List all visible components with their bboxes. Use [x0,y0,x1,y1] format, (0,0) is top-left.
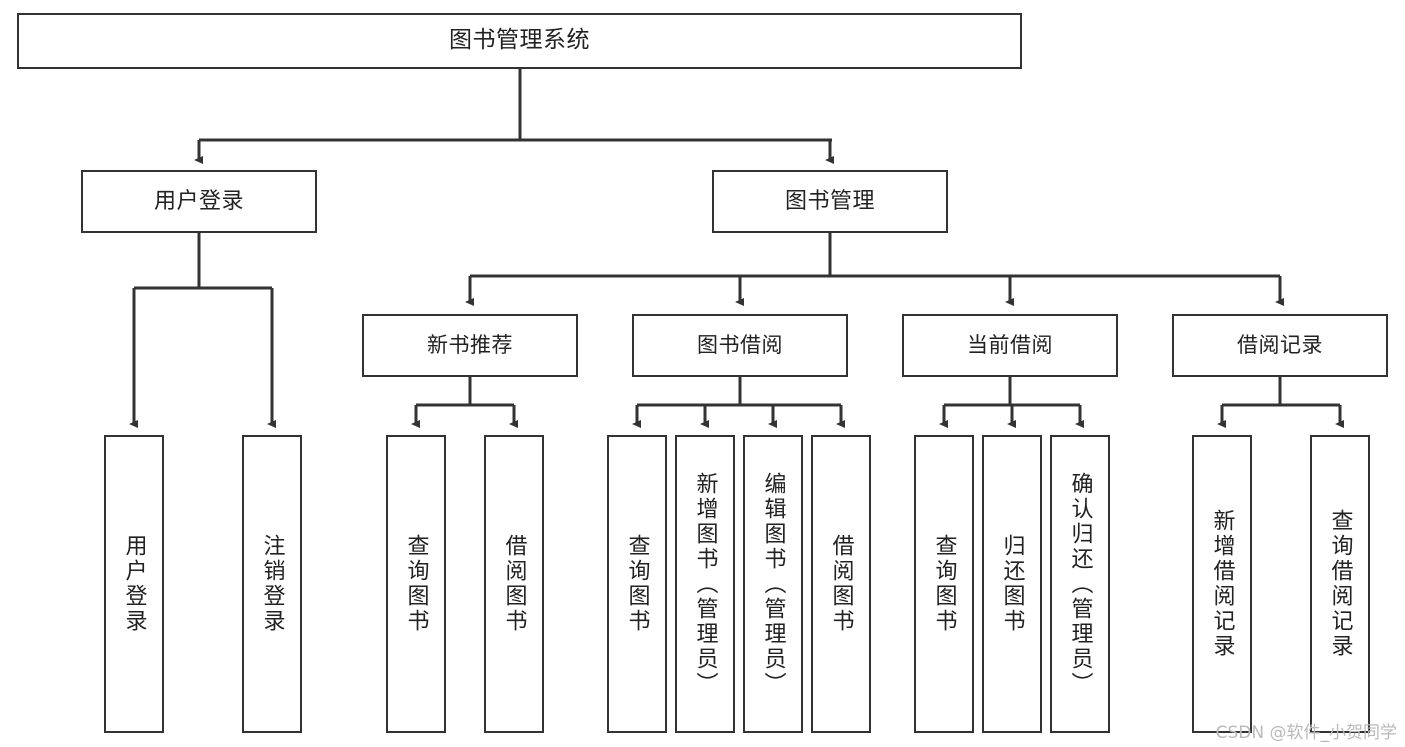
node-leaf-confirm-return-label: 确认归还（管理员） [1067,471,1093,697]
node-user-login[interactable]: 用户登录 [81,170,317,233]
node-current-borrow[interactable]: 当前借阅 [902,314,1118,377]
node-user-login-label: 用户登录 [153,188,244,214]
node-borrow-record[interactable]: 借阅记录 [1172,314,1388,377]
node-leaf-add-book-label: 新增图书（管理员） [692,471,718,697]
node-root[interactable]: 图书管理系统 [17,13,1022,69]
csdn-watermark: CSDN @软件_小贺同学 [1215,723,1397,743]
node-leaf-user-login[interactable]: 用户登录 [104,435,164,733]
node-leaf-add-record-label: 新增借阅记录 [1209,509,1235,659]
node-leaf-query-record-label: 查询借阅记录 [1327,509,1353,659]
node-leaf-user-login-label: 用户登录 [121,534,147,634]
node-leaf-return-book-label: 归还图书 [999,534,1025,634]
node-book-borrow[interactable]: 图书借阅 [632,314,848,377]
node-leaf-return-book[interactable]: 归还图书 [982,435,1042,733]
node-root-label: 图书管理系统 [449,27,590,54]
node-leaf-confirm-return[interactable]: 确认归还（管理员） [1050,435,1110,733]
node-leaf-query-book-3[interactable]: 查询图书 [914,435,974,733]
node-book-manage-label: 图书管理 [784,188,875,214]
node-leaf-query-book-2[interactable]: 查询图书 [607,435,667,733]
node-new-book-rec-label: 新书推荐 [427,333,513,358]
node-new-book-rec[interactable]: 新书推荐 [362,314,578,377]
node-leaf-add-record[interactable]: 新增借阅记录 [1192,435,1252,733]
node-leaf-query-record[interactable]: 查询借阅记录 [1310,435,1370,733]
node-book-borrow-label: 图书借阅 [697,333,783,358]
node-leaf-query-book-3-label: 查询图书 [931,534,957,634]
node-borrow-record-label: 借阅记录 [1237,333,1323,358]
node-leaf-query-book-1-label: 查询图书 [403,534,429,634]
node-leaf-edit-book-label: 编辑图书（管理员） [760,471,786,697]
node-leaf-query-book-1[interactable]: 查询图书 [386,435,446,733]
node-leaf-borrow-book-2[interactable]: 借阅图书 [811,435,871,733]
node-leaf-add-book[interactable]: 新增图书（管理员） [675,435,735,733]
node-leaf-logout[interactable]: 注销登录 [242,435,302,733]
node-book-manage[interactable]: 图书管理 [712,170,948,233]
node-leaf-borrow-book-2-label: 借阅图书 [828,534,854,634]
node-current-borrow-label: 当前借阅 [967,333,1053,358]
node-leaf-logout-label: 注销登录 [259,534,285,634]
node-leaf-borrow-book-1-label: 借阅图书 [501,534,527,634]
node-leaf-borrow-book-1[interactable]: 借阅图书 [484,435,544,733]
node-leaf-query-book-2-label: 查询图书 [624,534,650,634]
node-leaf-edit-book[interactable]: 编辑图书（管理员） [743,435,803,733]
